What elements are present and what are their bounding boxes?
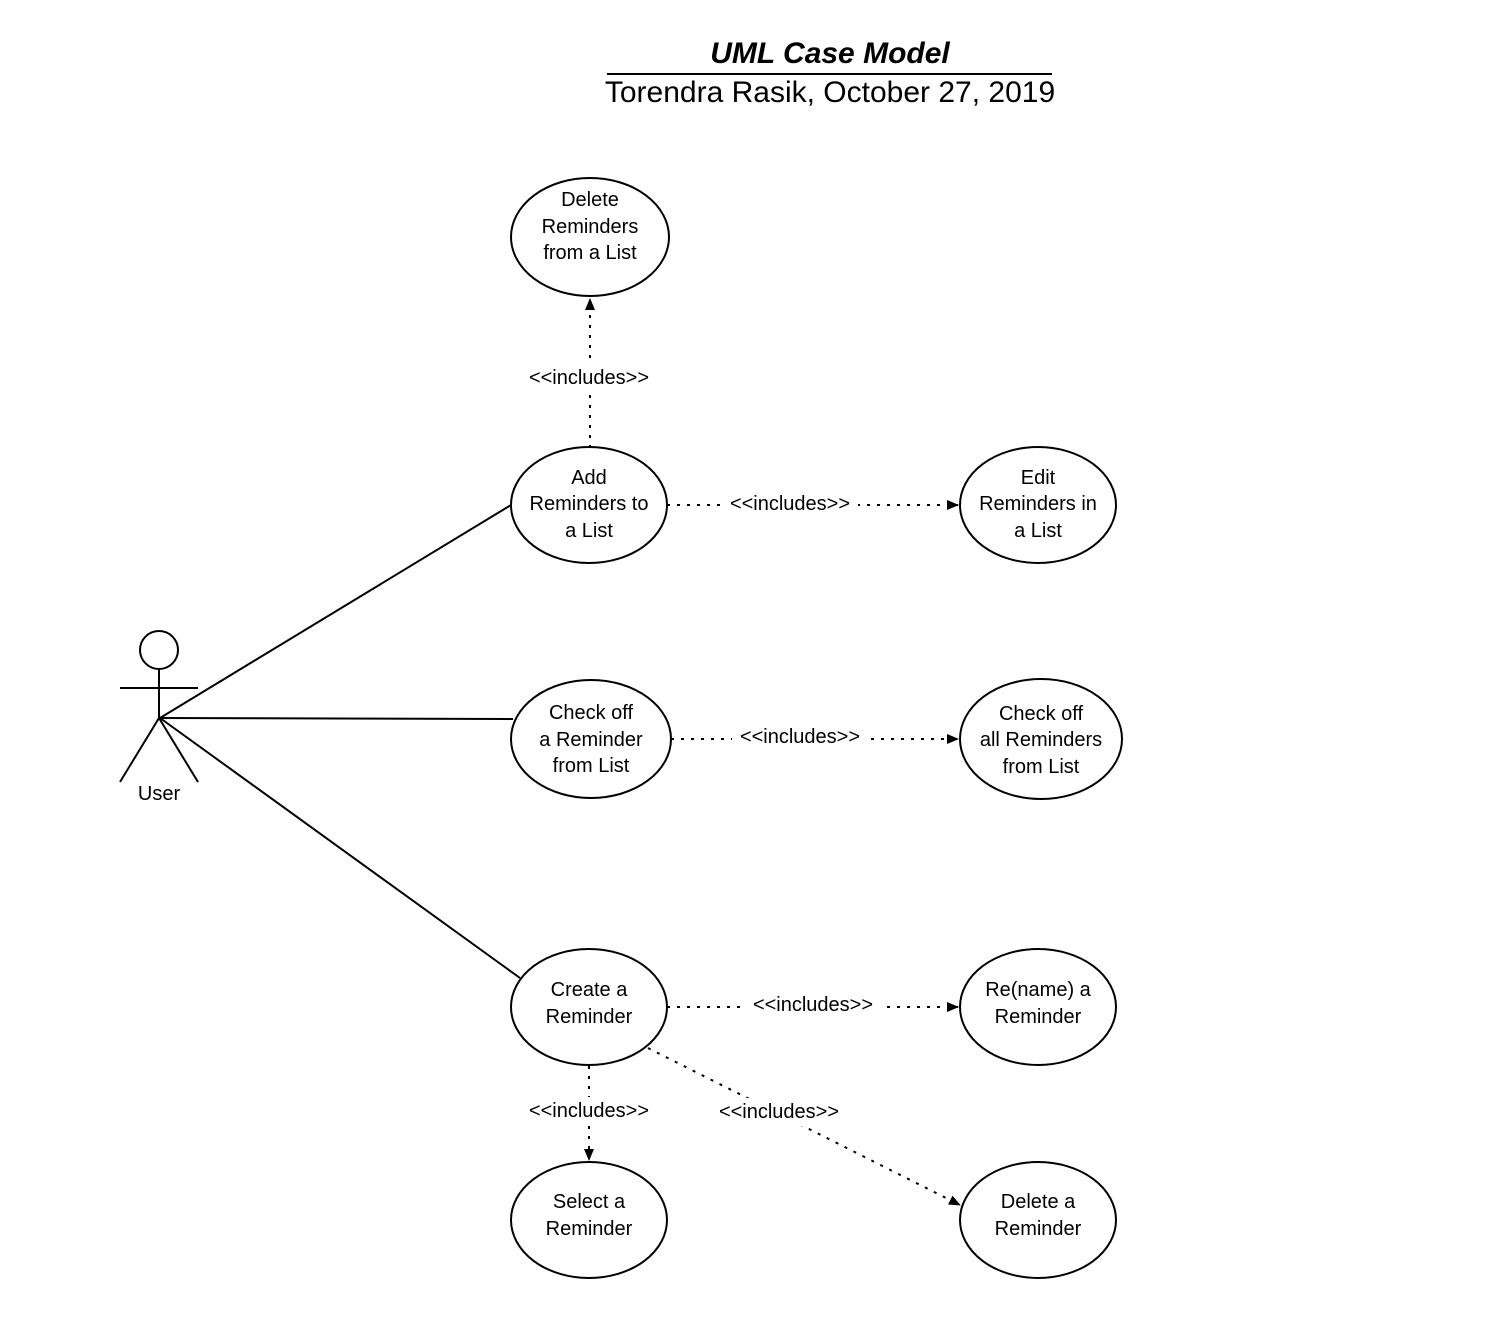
use-case-label-line: Create a (551, 979, 629, 1001)
use-case-label-line: Reminder (546, 1218, 633, 1240)
include-label-create-to-rename: <<includes>> (753, 994, 873, 1016)
use-case-label-line: a List (1014, 520, 1062, 542)
include-label-add-to-delete-list: <<includes>> (529, 367, 649, 389)
use-case-label-line: a Reminder (539, 729, 643, 751)
use-case-label-line: from List (1003, 756, 1080, 778)
use-case-add-reminders-to-list[interactable]: Add Reminders to a List (510, 446, 668, 564)
include-arrow-create-to-delete (647, 1047, 961, 1206)
associations (159, 504, 521, 979)
include-label-add-to-edit: <<includes>> (730, 493, 850, 515)
actor-left-leg (119, 717, 160, 783)
use-case-check-off-reminder[interactable]: Check off a Reminder from List (510, 679, 672, 799)
use-case-label-line: Re(name) a (985, 979, 1091, 1001)
diagram-subtitle: Torendra Rasik, October 27, 2019 (605, 76, 1055, 109)
use-case-label-line: Reminder (546, 1006, 633, 1028)
association-create-reminder (159, 717, 521, 979)
use-case-label-line: Reminder (995, 1006, 1082, 1028)
use-case-label-line: Reminder (995, 1218, 1082, 1240)
use-case-label-line: a List (565, 520, 613, 542)
use-case-delete-reminders-from-list[interactable]: Delete Reminders from a List (510, 177, 670, 297)
use-case-check-off-all-reminders[interactable]: Check off all Reminders from List (959, 678, 1123, 800)
use-case-create-reminder[interactable]: Create a Reminder (510, 948, 668, 1066)
use-case-label-line: from List (553, 755, 630, 777)
use-case-label-line: Check off (999, 703, 1084, 725)
use-case-label-line: Reminders in (979, 493, 1097, 515)
actor-head (139, 630, 179, 670)
use-case-label-line: Edit (1021, 467, 1056, 489)
use-case-label-line: Add (571, 467, 607, 489)
use-case-label-line: Delete a (1001, 1191, 1076, 1213)
use-case-label-line: Reminders (542, 216, 639, 238)
actor-label: User (138, 783, 181, 805)
use-case-select-reminder[interactable]: Select a Reminder (510, 1161, 668, 1279)
use-case-label-line: Delete (561, 189, 619, 211)
diagram-header: UML Case Model Torendra Rasik, October 2… (605, 37, 1055, 109)
include-label-create-to-select: <<includes>> (529, 1100, 649, 1122)
use-case-label-line: Select a (553, 1191, 626, 1213)
include-label-create-to-delete: <<includes>> (719, 1101, 839, 1123)
use-case-delete-reminder[interactable]: Delete a Reminder (959, 1161, 1117, 1279)
actor-right-leg (158, 717, 199, 783)
use-case-edit-reminders-in-list[interactable]: Edit Reminders in a List (959, 446, 1117, 564)
association-add-reminders (159, 504, 512, 719)
diagram-title: UML Case Model (710, 37, 950, 70)
association-check-off-reminder (159, 717, 514, 720)
actor-user[interactable]: User (119, 630, 199, 805)
use-case-label-line: all Reminders (980, 729, 1102, 751)
use-case-label-line: Check off (549, 702, 634, 724)
include-label-check-to-check-all: <<includes>> (740, 726, 860, 748)
include-dependencies: <<includes>> <<includes>> <<includes>> <… (520, 298, 961, 1206)
use-case-label-line: from a List (543, 242, 637, 264)
use-case-label-line: Reminders to (530, 493, 649, 515)
use-case-rename-reminder[interactable]: Re(name) a Reminder (959, 948, 1117, 1066)
